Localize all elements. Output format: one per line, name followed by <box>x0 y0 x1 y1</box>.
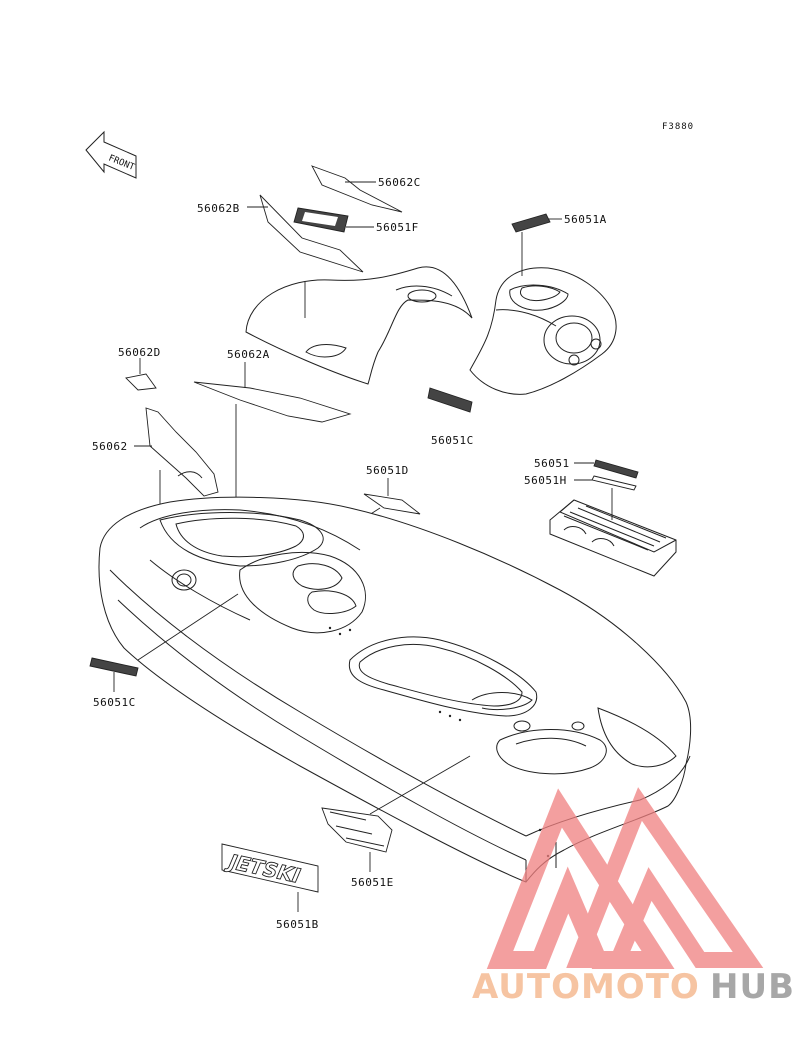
callout-56051c-lower: 56051C <box>93 696 136 709</box>
decal-56051h <box>591 475 637 491</box>
decal-56051 <box>593 459 639 479</box>
jetski-hull <box>98 496 692 883</box>
callout-56051: 56051 <box>534 457 570 470</box>
callout-56062b: 56062B <box>197 202 240 215</box>
decal-56051f <box>293 207 349 233</box>
callout-56051h: 56051H <box>524 474 567 487</box>
callout-56051f: 56051F <box>376 221 419 234</box>
decal-56051c-upper <box>427 387 473 413</box>
figure-code: F3880 <box>662 122 694 132</box>
watermark-logo: AUTOMOTO HUB <box>472 787 795 1007</box>
decal-56062a <box>193 381 352 423</box>
front-arrow-icon: FRONT <box>85 130 137 179</box>
callout-56051b: 56051B <box>276 918 319 931</box>
watermark-triangle-icon <box>486 788 675 969</box>
callout-56062d: 56062D <box>118 346 161 359</box>
instrument-housing <box>469 267 617 395</box>
decal-56062d <box>125 373 157 391</box>
watermark-text-part1: AUTOMOTO <box>472 967 700 1007</box>
decal-56062b <box>259 194 364 273</box>
decal-56051b: JETSKI <box>221 843 319 893</box>
callout-56062a: 56062A <box>227 348 270 361</box>
decal-56062 <box>145 407 219 497</box>
rear-grille <box>549 499 677 577</box>
callout-56062: 56062 <box>92 440 128 453</box>
decal-56051c-lower <box>89 657 139 677</box>
callout-56051e: 56051E <box>351 876 394 889</box>
callout-56051c-upper: 56051C <box>431 434 474 447</box>
callout-56051d: 56051D <box>366 464 409 477</box>
callout-56062c: 56062C <box>378 176 421 189</box>
decal-56051e <box>321 807 393 853</box>
callout-56051a: 56051A <box>564 213 607 226</box>
hood-cover <box>245 266 473 385</box>
decal-56051a <box>511 213 551 233</box>
decal-56051d <box>363 493 421 515</box>
watermark-text-part2: HUB <box>710 967 795 1007</box>
decal-56062c <box>311 165 403 213</box>
